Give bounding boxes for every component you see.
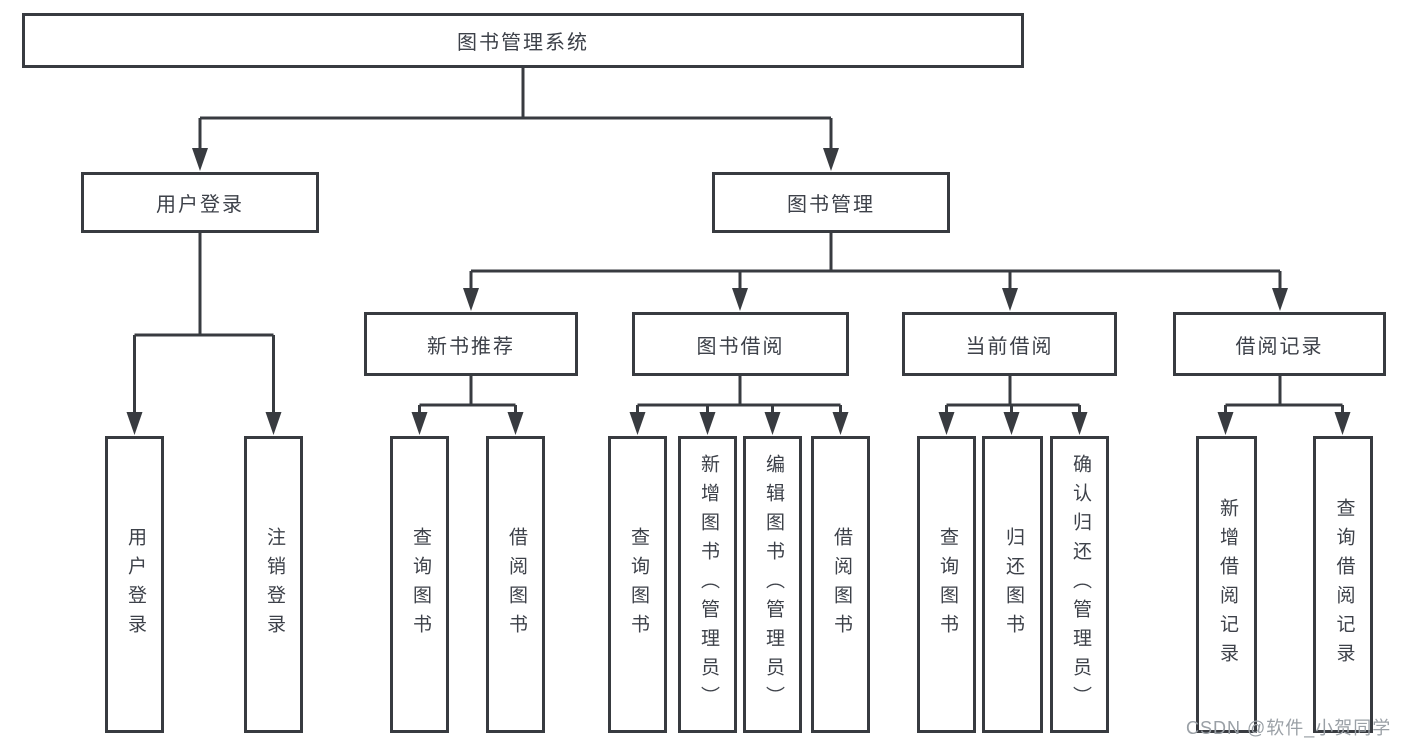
arrowhead	[823, 148, 839, 171]
arrowhead	[629, 412, 646, 435]
leaf-label: 查询图书	[627, 526, 649, 643]
arrowhead	[1217, 412, 1234, 435]
connector-new-books	[418, 376, 517, 416]
arrowhead	[732, 288, 748, 311]
arrowhead	[938, 412, 955, 435]
arrowhead	[463, 288, 479, 311]
arrowhead	[507, 412, 524, 435]
node-borrow-records: 借阅记录	[1173, 312, 1386, 376]
arrowhead	[1334, 412, 1351, 435]
node-query-books-1: 查询图书	[390, 436, 449, 733]
arrowhead	[764, 412, 781, 435]
leaf-label: 新增图书（管理员）	[697, 454, 719, 715]
node-borrow-books-1: 借阅图书	[486, 436, 545, 733]
leaf-label: 查询图书	[936, 526, 958, 643]
arrowhead	[1071, 412, 1088, 435]
leaf-label: 查询借阅记录	[1333, 497, 1355, 672]
watermark: CSDN @软件_小贺同学	[1186, 718, 1392, 738]
arrowhead	[1272, 288, 1288, 311]
node-confirm-return-admin: 确认归还（管理员）	[1050, 436, 1109, 733]
node-user-login: 用户登录	[81, 172, 319, 233]
node-borrow-books-2: 借阅图书	[811, 436, 870, 733]
node-current-borrow: 当前借阅	[902, 312, 1117, 376]
leaf-label: 确认归还（管理员）	[1069, 454, 1091, 715]
arrowhead	[126, 412, 143, 435]
node-library-management-system: 图书管理系统	[22, 13, 1024, 68]
node-logout-leaf: 注销登录	[244, 436, 303, 733]
arrowhead	[265, 412, 282, 435]
connector-book-management	[469, 233, 1282, 292]
leaf-label: 归还图书	[1002, 526, 1024, 643]
connector-book-borrow	[636, 376, 842, 416]
arrowhead	[1002, 288, 1018, 311]
leaf-label: 借阅图书	[505, 526, 527, 643]
arrowhead	[832, 412, 849, 435]
node-add-books-admin: 新增图书（管理员）	[678, 436, 737, 733]
node-edit-books-admin: 编辑图书（管理员）	[743, 436, 802, 733]
node-book-management: 图书管理	[712, 172, 950, 233]
node-query-borrow-record: 查询借阅记录	[1313, 436, 1373, 733]
node-query-books-3: 查询图书	[917, 436, 976, 733]
node-return-books: 归还图书	[982, 436, 1043, 733]
node-new-book-recommend: 新书推荐	[364, 312, 578, 376]
connector-user-login	[133, 233, 275, 416]
connector-borrow-records	[1224, 376, 1344, 416]
node-user-login-leaf: 用户登录	[105, 436, 164, 733]
leaf-label: 注销登录	[263, 526, 285, 643]
node-query-books-2: 查询图书	[608, 436, 667, 733]
node-book-borrow: 图书借阅	[632, 312, 849, 376]
leaf-label: 编辑图书（管理员）	[762, 454, 784, 715]
arrowhead	[192, 148, 208, 171]
connector-current-borrow	[945, 376, 1081, 416]
leaf-label: 新增借阅记录	[1216, 497, 1238, 672]
leaf-label: 借阅图书	[830, 526, 852, 643]
connector-root	[198, 68, 833, 152]
leaf-label: 查询图书	[409, 526, 431, 643]
arrowhead	[1003, 412, 1020, 435]
leaf-label: 用户登录	[124, 526, 146, 643]
arrowhead	[411, 412, 428, 435]
arrowhead	[699, 412, 716, 435]
node-add-borrow-record: 新增借阅记录	[1196, 436, 1257, 733]
